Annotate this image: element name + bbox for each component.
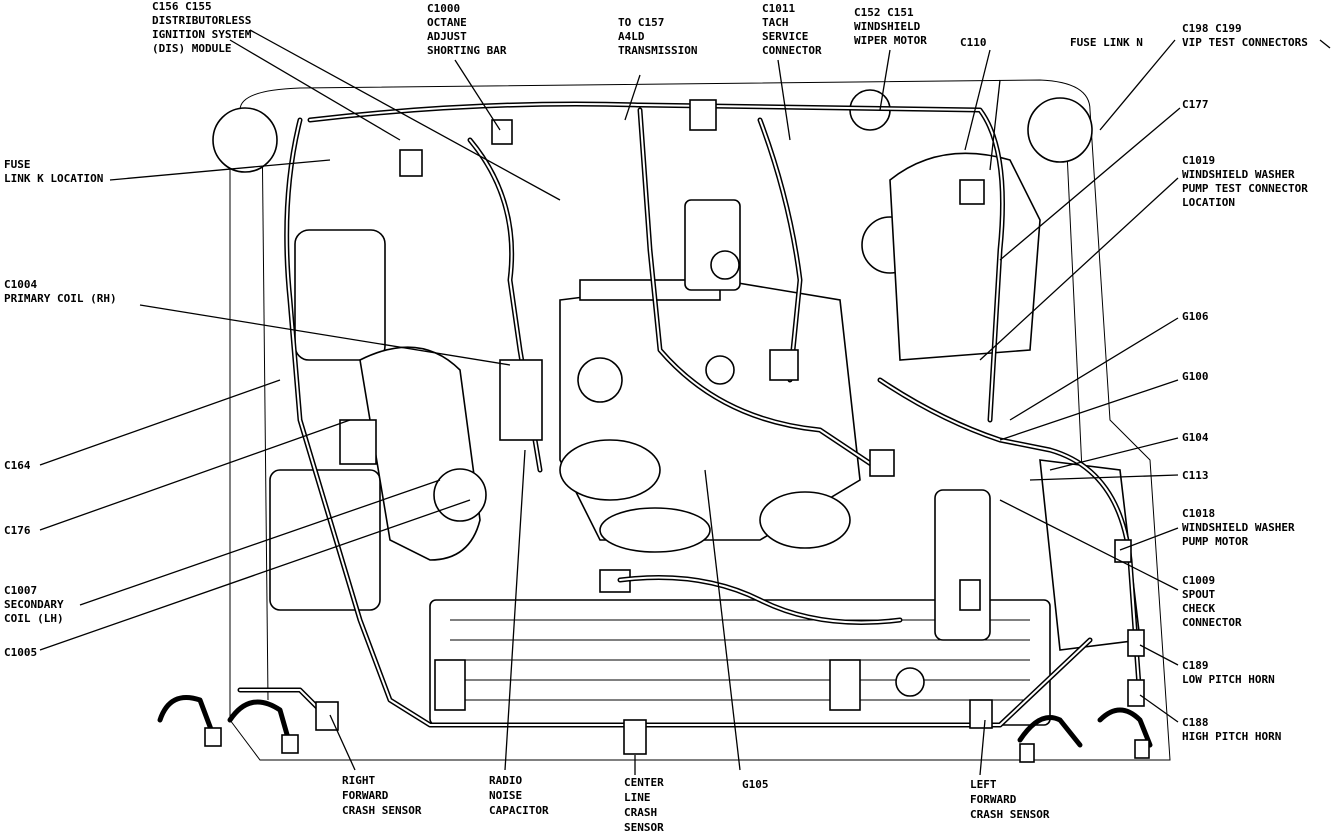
label-c113: C113 [1182,469,1209,482]
label-c1000: C1000 OCTANE ADJUST SHORTING BAR [427,2,507,57]
label-c1007: C1007 SECONDARY COIL (LH) [4,584,70,625]
label-c1018: C1018 WINDSHIELD WASHER PUMP MOTOR [1182,507,1301,548]
label-c1019: C1019 WINDSHIELD WASHER PUMP TEST CONNEC… [1182,154,1314,209]
label-g105: G105 [742,778,769,791]
label-radio-noise-capacitor: RADIO NOISE CAPACITOR [489,774,549,817]
label-g104: G104 [1182,431,1209,444]
label-left-forward-crash-sensor: LEFT FORWARD CRASH SENSOR [970,778,1050,821]
leader-lines [39,29,1331,776]
label-right-forward-crash-sensor: RIGHT FORWARD CRASH SENSOR [342,774,422,817]
label-c157: TO C157 A4LD TRANSMISSION [618,16,697,57]
label-c1005: C1005 [4,646,37,659]
label-c156-c155: C156 C155 DISTRIBUTORLESS IGNITION SYSTE… [152,0,258,55]
label-c110: C110 [960,36,987,49]
label-c198-c199: C198 C199 VIP TEST CONNECTORS [1182,22,1308,49]
label-c1011: C1011 TACH SERVICE CONNECTOR [762,2,822,57]
label-g106: G106 [1182,310,1209,323]
label-c1009: C1009 SPOUT CHECK CONNECTOR [1182,574,1242,629]
label-c176: C176 [4,524,31,537]
label-c189: C189 LOW PITCH HORN [1182,659,1275,686]
label-fuse-link-k: FUSE LINK K LOCATION [4,158,103,185]
label-c1004: C1004 PRIMARY COIL (RH) [4,278,117,305]
label-c164: C164 [4,459,31,472]
label-center-line-crash-sensor: CENTER LINE CRASH SENSOR [624,776,670,834]
label-c177: C177 [1182,98,1209,111]
label-fuse-link-n: FUSE LINK N [1070,36,1143,49]
label-c188: C188 HIGH PITCH HORN [1182,716,1281,743]
label-c152-c151: C152 C151 WINDSHIELD WIPER MOTOR [854,6,927,47]
label-g100: G100 [1182,370,1209,383]
callout-labels: C156 C155 DISTRIBUTORLESS IGNITION SYSTE… [4,0,1314,834]
engine-compartment-illustration [157,79,1171,763]
